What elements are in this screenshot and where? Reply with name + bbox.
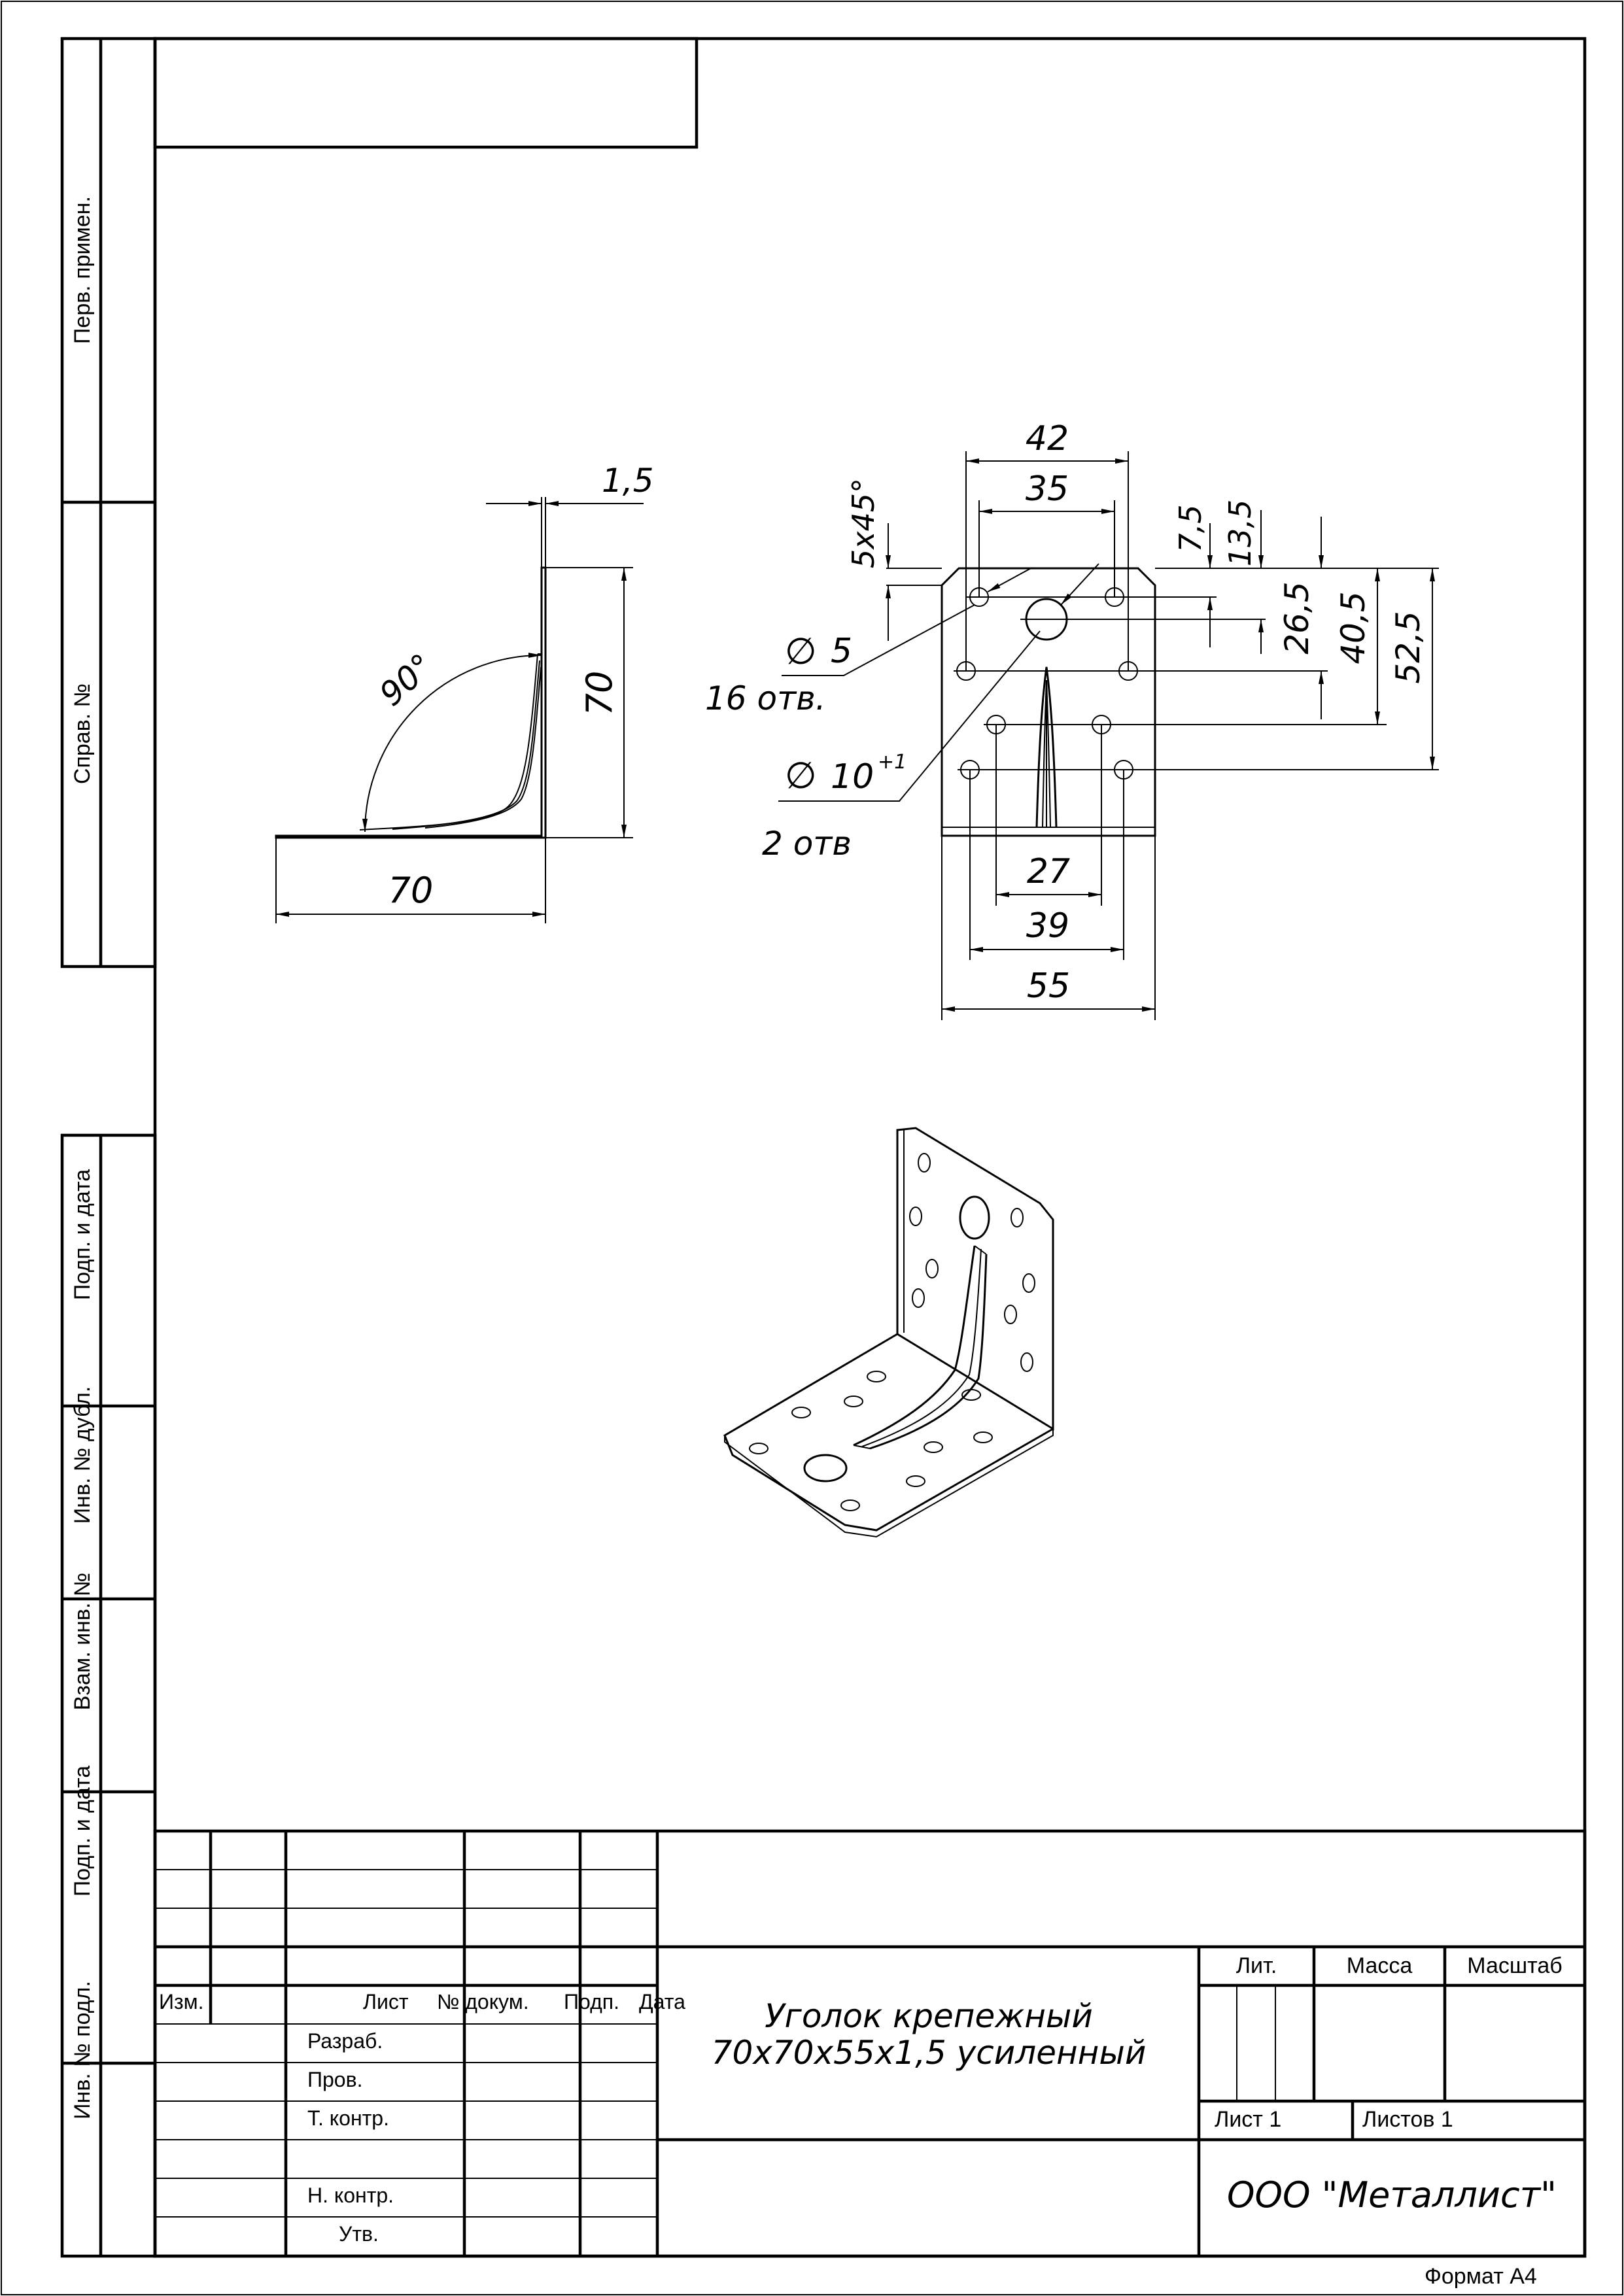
tb-title-line2: 70х70х55х1,5 усиленный <box>712 2034 1147 2072</box>
tb-organization: ООО "Металлист" <box>1227 2174 1557 2216</box>
format-label: Формат А4 <box>1425 2264 1537 2289</box>
dim-side-thickness: 1,5 <box>602 462 654 500</box>
dim-front-27: 27 <box>1027 852 1070 891</box>
side-view: 1,5 70 90° 70 <box>275 462 654 923</box>
tb-mass: Масса <box>1347 1953 1413 1978</box>
dim-front-40-5: 40,5 <box>1334 591 1372 664</box>
label-hole-small-count: 16 отв. <box>705 679 826 717</box>
side-label-podp-data-1: Подп. и дата <box>70 1169 95 1300</box>
label-hole-big-symbol: ∅ <box>785 755 817 797</box>
title-block: Изм. Лист № докум. Подп. Дата Разраб. Пр… <box>153 1829 1587 2258</box>
dim-front-13-5: 13,5 <box>1222 500 1258 566</box>
dim-side-height: 70 <box>579 671 620 716</box>
dim-front-52-5: 52,5 <box>1389 611 1427 683</box>
dim-front-7-5: 7,5 <box>1173 504 1208 552</box>
tb-title-line1: Уголок крепежный <box>765 1997 1093 2035</box>
tb-col-doc: № докум. <box>437 1990 529 2013</box>
tb-row-ncontrol: Н. контр. <box>307 2184 394 2207</box>
top-left-box <box>153 37 699 149</box>
side-label-vzam-inv: Взам. инв. № <box>70 1573 95 1711</box>
tb-lit: Лит. <box>1236 1953 1277 1978</box>
side-label-sprav: Справ. № <box>70 683 95 784</box>
tb-row-approve: Утв. <box>339 2222 379 2246</box>
isometric-view <box>723 1127 1054 1538</box>
tb-scale: Масштаб <box>1467 1953 1562 1978</box>
side-strip: Перв. примен. Справ. № Подп. и дата Инв.… <box>60 37 157 2258</box>
side-label-perv-primen: Перв. примен. <box>70 196 95 344</box>
label-hole-big-count: 2 отв <box>762 825 852 863</box>
dim-front-55: 55 <box>1027 967 1070 1006</box>
label-hole-small-symbol: ∅ <box>785 630 817 673</box>
dim-front-39: 39 <box>1026 906 1069 946</box>
tb-col-list: Лист <box>363 1990 409 2013</box>
dim-side-angle: 90° <box>372 647 441 713</box>
tb-col-date: Дата <box>639 1990 685 2013</box>
tb-col-sign: Подп. <box>564 1990 619 2013</box>
tb-row-develop: Разраб. <box>307 2029 383 2053</box>
side-label-inv-podl: Инв. № подл. <box>70 1981 95 2119</box>
dim-front-chamfer: 5x45° <box>846 478 881 568</box>
label-hole-big-dia: 10 <box>831 757 874 797</box>
side-label-podp-data-2: Подп. и дата <box>70 1766 95 1896</box>
side-label-inv-dubl: Инв. № дубл. <box>70 1386 95 1524</box>
label-hole-small-dia: 5 <box>831 632 852 671</box>
dim-side-width: 70 <box>389 870 434 911</box>
tb-col-izm: Изм. <box>159 1990 204 2013</box>
tb-sheet: Лист 1 <box>1215 2107 1281 2132</box>
tb-row-check: Пров. <box>307 2068 362 2091</box>
dim-front-26-5: 26,5 <box>1278 581 1316 654</box>
dim-front-35: 35 <box>1026 470 1069 509</box>
tb-row-tcontrol: Т. контр. <box>307 2106 389 2130</box>
label-hole-big-tol: +1 <box>878 751 907 774</box>
dim-front-42: 42 <box>1026 419 1069 458</box>
tb-sheets: Листов 1 <box>1362 2107 1453 2132</box>
front-view: 42 35 5x45° 7,5 13,5 26,5 40,5 52,5 <box>705 419 1439 1020</box>
